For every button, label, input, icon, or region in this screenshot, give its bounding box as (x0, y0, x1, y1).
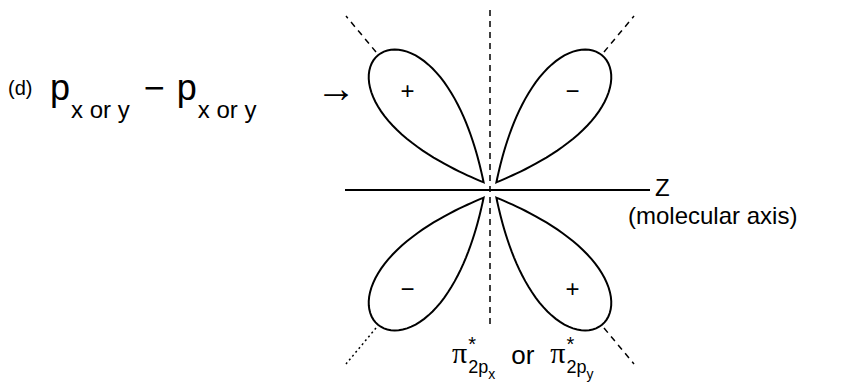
molecular-axis-line (345, 189, 650, 191)
orbital-symbol: π (452, 338, 467, 368)
phase-sign: − (401, 277, 415, 301)
orbital-subscript: 2p (468, 358, 488, 376)
lobe-axis-line (346, 16, 376, 52)
phase-sign: − (565, 79, 579, 103)
combination-sign: − (144, 70, 165, 106)
lobe-outline (365, 194, 487, 334)
lobe-shape (369, 50, 484, 183)
lobe-shape (496, 198, 611, 331)
nodal-plane-line (489, 10, 491, 326)
orbital-lobe: + (365, 46, 487, 186)
orbital-subscript: y (587, 367, 594, 381)
lobe-outline (493, 194, 615, 334)
lobe-outline (365, 46, 487, 186)
orbital-subscript: x (488, 367, 495, 381)
axis-name: Z (655, 176, 670, 200)
orbital-symbol: p (50, 70, 70, 106)
antibonding-star: * (566, 334, 574, 354)
lobe-outline (493, 46, 615, 186)
orbital-subscript: x or y (71, 98, 130, 122)
orbital-lobe: + (493, 194, 615, 334)
axis-caption: (molecular axis) (628, 204, 797, 228)
conjunction: or (511, 342, 534, 368)
lobe-shape (496, 50, 611, 183)
orbital-lobe: − (365, 194, 487, 334)
orbital-subscript: x or y (198, 98, 257, 122)
orbital-subscript: 2p (566, 358, 586, 376)
lobe-axis-line (346, 328, 376, 364)
orbital-symbol: π (550, 338, 565, 368)
lobe-axis-line (604, 16, 634, 52)
phase-sign: + (401, 79, 415, 103)
orbital-lobe: − (493, 46, 615, 186)
orbital-symbol: p (177, 70, 197, 106)
phase-sign: + (565, 277, 579, 301)
reaction-arrow: → (316, 68, 356, 108)
lobe-shape (369, 198, 484, 331)
lobe-axis-line (604, 328, 634, 364)
figure-letter: (d) (8, 78, 32, 98)
antibonding-star: * (468, 334, 476, 354)
